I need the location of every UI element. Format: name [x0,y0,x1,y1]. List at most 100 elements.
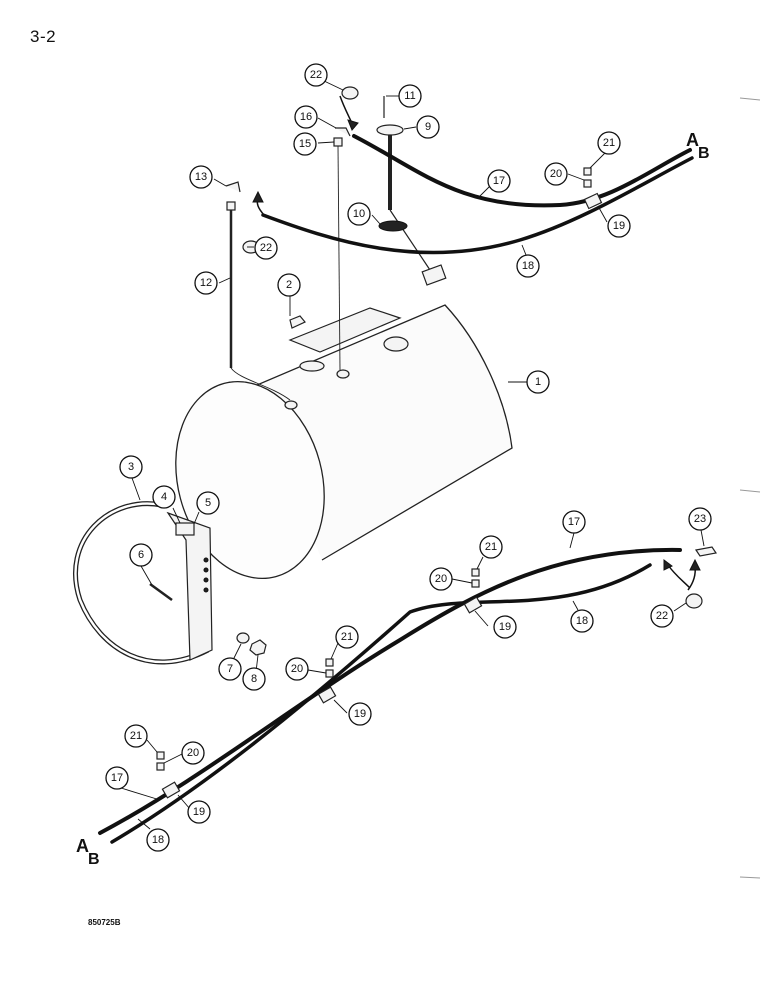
svg-text:13: 13 [195,171,207,183]
svg-text:19: 19 [193,806,205,818]
lower-hoses [98,546,718,844]
svg-text:22: 22 [260,242,272,254]
svg-text:11: 11 [404,90,415,102]
callout-5: 5 [196,491,220,515]
callout-22-left: 22 [254,236,278,260]
svg-text:10: 10 [353,208,365,220]
washer-20-upper [583,179,592,188]
callout-16: 16 [294,105,318,129]
hose-17-upper [352,134,692,208]
svg-text:19: 19 [499,621,511,633]
return-port [284,400,298,410]
callout-18-upper: 18 [516,254,540,278]
svg-text:6: 6 [138,549,144,561]
clamp-19-b [317,686,337,704]
callout-1: 1 [526,370,550,394]
callout-21-a: 21 [479,535,503,559]
fitting-12 [226,201,236,211]
callout-4: 4 [152,485,176,509]
svg-text:20: 20 [435,573,447,585]
callout-17-c: 17 [105,766,129,790]
callout-8: 8 [242,667,266,691]
elbow-16 [335,127,351,137]
callout-18-lower: 18 [570,609,594,633]
hose-end-label-a-top: A [686,130,699,150]
hose-end-label-a-bottom: A [76,836,89,856]
svg-text:18: 18 [152,834,164,846]
callout-22-lower: 22 [650,604,674,628]
svg-text:12: 12 [200,277,212,289]
tank-bracket [288,307,402,353]
tank-strap-assembly [73,501,267,665]
callout-7: 7 [218,657,242,681]
callout-23: 23 [688,507,712,531]
hose-18-upper [261,156,694,255]
callout-18-c: 18 [146,828,170,852]
svg-text:20: 20 [187,747,199,759]
svg-text:22: 22 [310,69,322,81]
svg-text:17: 17 [493,175,505,187]
filler-neck [299,360,325,372]
cap-22-lower [685,593,703,609]
callout-22-top: 22 [304,63,328,87]
hose-17-lower [98,547,682,835]
svg-text:9: 9 [425,121,431,133]
fitting-23 [694,546,718,557]
page-number: 3-2 [30,27,57,46]
callout-2: 2 [277,273,301,297]
fitting-15 [333,137,343,147]
callout-19-upper: 19 [607,214,631,238]
callout-9: 9 [416,115,440,139]
svg-text:21: 21 [485,541,497,553]
callout-19-c: 19 [187,800,211,824]
callout-17-lower: 17 [562,510,586,534]
callout-19-a: 19 [493,615,517,639]
svg-text:18: 18 [522,260,534,272]
fuel-tank [175,304,513,580]
callout-3: 3 [119,455,143,479]
svg-text:23: 23 [694,513,706,525]
nut-21-c [156,751,165,760]
svg-text:20: 20 [550,168,562,180]
callout-19-b: 19 [348,702,372,726]
callout-13: 13 [189,165,213,189]
callout-12: 12 [194,271,218,295]
sender-port [383,336,409,352]
callout-10: 10 [347,202,371,226]
upper-hoses [252,95,694,255]
callout-15: 15 [293,132,317,156]
edge-mark [739,876,761,879]
callout-20-b: 20 [285,657,309,681]
edge-mark [739,97,761,101]
clamp-19-c [161,781,181,799]
washer-20-b [325,669,334,678]
hose-18-lower [110,563,652,844]
hose-end-label-b-top: B [698,145,710,162]
svg-text:19: 19 [354,708,366,720]
callout-21-upper: 21 [597,131,621,155]
vent-port [336,369,350,379]
callout-17-upper: 17 [487,169,511,193]
svg-text:22: 22 [656,610,668,622]
svg-text:15: 15 [299,138,311,150]
float [421,264,447,286]
gasket-10 [378,220,408,232]
washer [236,632,250,644]
svg-text:4: 4 [161,491,167,503]
svg-text:17: 17 [568,516,580,528]
svg-text:21: 21 [130,730,142,742]
svg-text:21: 21 [603,137,615,149]
svg-text:1: 1 [535,376,541,388]
callout-20-a: 20 [429,567,453,591]
clamp-19-a [463,596,483,614]
callout-11: 11 [398,84,422,108]
svg-text:3: 3 [128,461,134,473]
nut-21-b [325,658,334,667]
cap-2 [289,315,306,329]
callout-6: 6 [129,543,153,567]
edge-mark [739,489,761,493]
svg-text:19: 19 [613,220,625,232]
nut [249,639,267,656]
clamp-19-upper [583,192,603,210]
